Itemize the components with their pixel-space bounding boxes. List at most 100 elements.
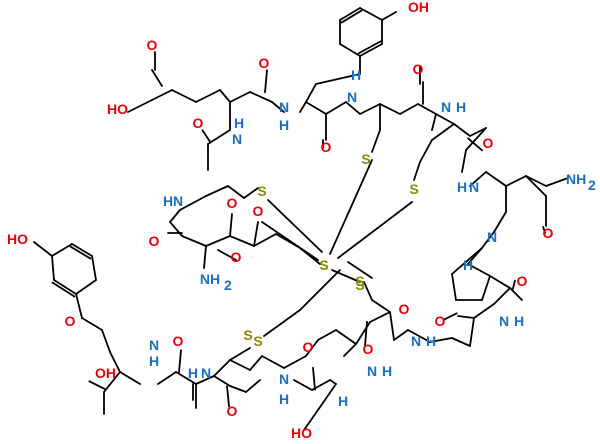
bond-double <box>467 137 483 152</box>
bond-single <box>457 315 475 319</box>
bond-single <box>465 127 487 151</box>
atom-label-asn-co: O <box>483 135 494 151</box>
bond-single <box>51 243 73 257</box>
atom-label-central-s1: S <box>319 257 328 273</box>
atom-text-asn-nh-b: N <box>469 179 479 195</box>
atom-label-cys-b-nh-b: H <box>456 99 466 115</box>
bond-single <box>331 269 361 283</box>
bond-double <box>443 312 458 321</box>
bond-double <box>542 226 547 234</box>
atom-text-tyr2-ho: HO <box>7 231 28 247</box>
atom-text-cys-a-s: S <box>361 151 370 167</box>
atom-text-glu-o1: O <box>147 37 158 53</box>
atom-text-tyr1-oh: OH <box>408 0 429 15</box>
bond-single <box>469 127 487 137</box>
atom-label-tyr2-nh-b: H <box>149 353 159 369</box>
atom-label-tyr1-nh-a: N <box>279 99 289 115</box>
atom-label-left-cys-nh-b: N <box>173 193 183 209</box>
bond-single <box>431 123 455 141</box>
atom-text-tyr2-nh-b: H <box>149 353 159 369</box>
atom-text-cys-a-nh-b: H <box>351 67 361 83</box>
bond-single <box>169 209 181 223</box>
bond-single <box>229 91 251 103</box>
atom-text-n-term-sub: 2 <box>224 277 232 293</box>
atom-text-left-cys-co: O <box>149 233 160 249</box>
bond-single <box>51 255 55 281</box>
bond-single <box>525 175 547 187</box>
atom-label-cys-a-nh-b: H <box>351 67 361 83</box>
bond-single <box>355 321 371 345</box>
atom-label-asn-o: O <box>543 225 554 241</box>
bond-single <box>175 371 197 385</box>
bond-single <box>75 279 97 295</box>
bond-single <box>473 303 495 319</box>
atom-label-thr-h: H <box>338 393 348 409</box>
bond-single <box>493 211 507 233</box>
bond-single <box>525 175 547 197</box>
bond-single <box>337 201 413 259</box>
atom-text-asn-nh2-sub: 2 <box>588 177 596 193</box>
atom-label-ala-nh-b: H <box>426 333 436 349</box>
atom-text-glu-oh: HO <box>107 101 128 117</box>
atom-text-tyr1-nh-b: H <box>279 117 289 133</box>
atom-text-pro-h: H <box>463 257 473 273</box>
bond-double <box>264 69 268 94</box>
bond-single <box>53 279 77 295</box>
atom-text-pro-n: N <box>487 229 497 245</box>
atom-text-thr-co: O <box>303 339 314 355</box>
bond-single <box>127 99 153 113</box>
atom-text-glu-nh-b: H <box>234 115 244 131</box>
bond-single <box>299 269 341 311</box>
atom-label-cys-a-nh-a: N <box>347 89 357 105</box>
atom-text-cys-c-nh-b: H <box>514 313 524 329</box>
bond-single <box>253 233 277 247</box>
atom-text-cys-f-nh-a: N <box>201 365 211 381</box>
bond-single <box>195 89 221 103</box>
bond-single <box>261 221 319 261</box>
atom-text-pro-co: O <box>517 273 528 289</box>
atom-text-asn-nh2: NH <box>566 171 586 187</box>
bond-double <box>340 9 363 24</box>
atom-label-cys-a-s: S <box>361 151 370 167</box>
bond-single <box>379 103 401 115</box>
atom-label-gly-nh-b: H <box>279 391 289 407</box>
bond-single <box>227 185 245 199</box>
atom-label-left-cys-co: O <box>149 233 160 249</box>
bond-single <box>103 371 121 393</box>
bond-single <box>419 139 433 163</box>
bond-single <box>451 247 483 275</box>
bond-single <box>229 213 233 237</box>
atom-label-cys-e-nh-a: N <box>367 363 377 379</box>
bond-single <box>435 113 455 125</box>
bond-single <box>429 337 453 343</box>
atom-label-cys-c-nh-b: H <box>514 313 524 329</box>
atom-text-tyr1-co: O <box>321 139 332 155</box>
bond-single <box>229 359 251 371</box>
atom-label-left-ketone1: O <box>227 195 238 211</box>
bond-single <box>493 287 511 305</box>
bond-single <box>407 329 431 343</box>
bond-single <box>467 263 491 277</box>
atom-label-cys-b-co: O <box>413 61 424 77</box>
bond-single <box>381 11 397 21</box>
bond-double <box>69 245 92 260</box>
atom-label-cys-f-nh-a: N <box>201 365 211 381</box>
bond-single <box>229 347 251 361</box>
atom-text-left-cys-nh-a: H <box>163 193 173 209</box>
atom-text-tyr2-co: O <box>65 313 76 329</box>
bond-single <box>119 371 141 385</box>
atom-label-cys-f-s: S <box>243 327 252 343</box>
atom-text-cys-e-nh-a: N <box>367 363 377 379</box>
atom-text-glu-nh-a: N <box>232 131 242 147</box>
bond-single <box>489 275 511 289</box>
atom-text-gly-nh-b: H <box>279 391 289 407</box>
atom-label-cys-f-nh-b: H <box>188 365 198 381</box>
bond-single <box>293 379 313 391</box>
atom-text-asn-o: O <box>543 225 554 241</box>
atom-label-tyr2-oh: OH <box>95 365 116 381</box>
bond-single <box>453 123 471 137</box>
bond-single <box>369 311 391 323</box>
atom-label-cys-d-s: S <box>253 333 262 349</box>
bond-double <box>357 40 382 55</box>
